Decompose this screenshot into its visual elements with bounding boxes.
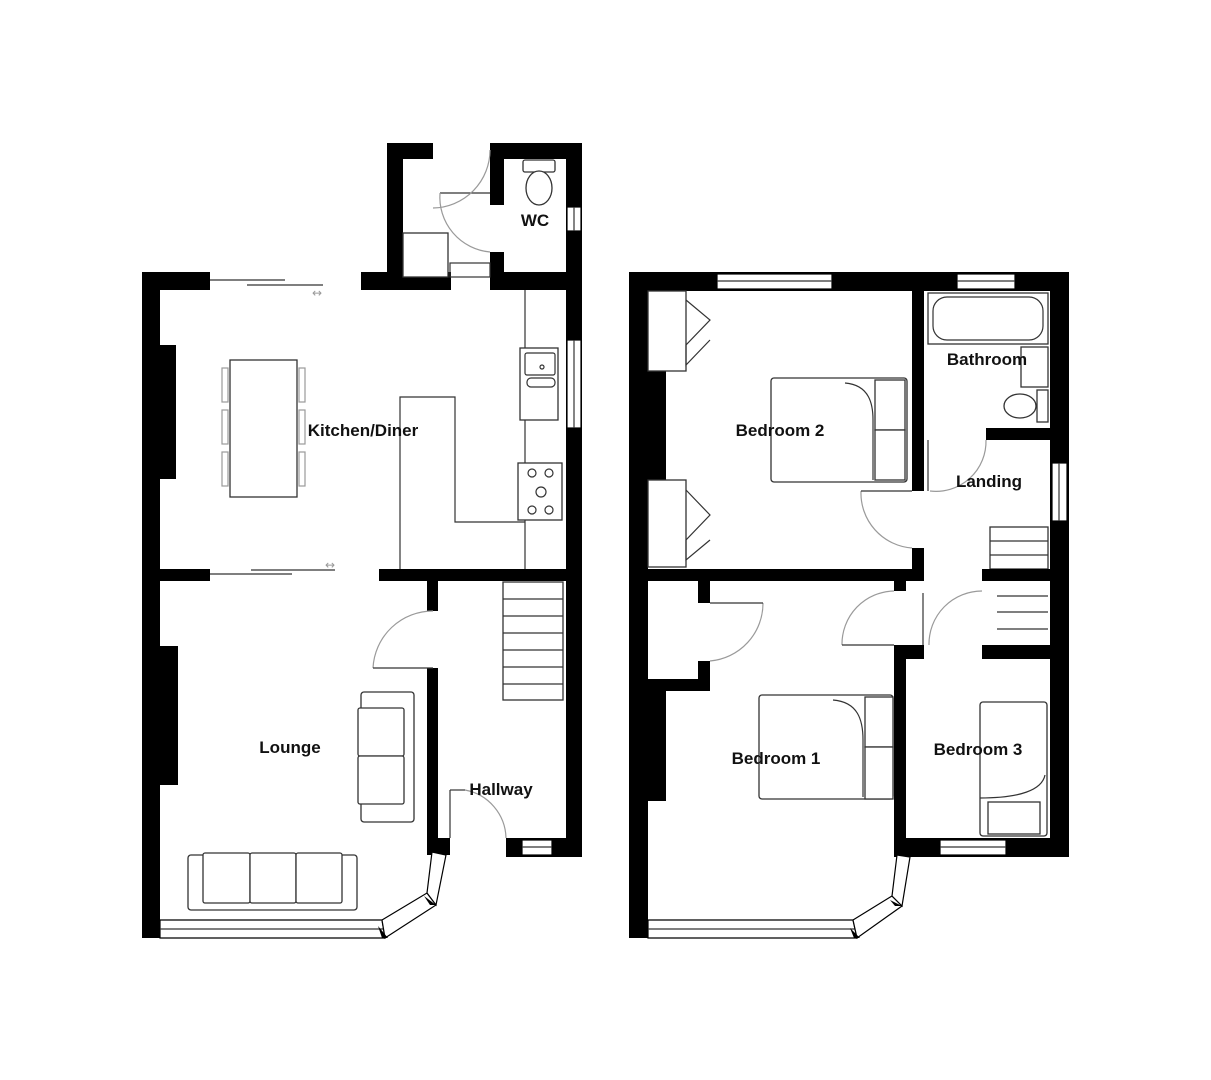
wall <box>904 645 924 659</box>
single-bed <box>979 701 1048 837</box>
room-label-kitchen-diner: Kitchen/Diner <box>308 421 419 440</box>
wall <box>379 569 582 581</box>
wall <box>387 143 403 289</box>
toilet-icon <box>1036 389 1049 423</box>
wall <box>629 920 648 938</box>
double-bed <box>758 694 894 800</box>
room-label-wc: WC <box>521 211 549 230</box>
wall <box>1050 272 1069 857</box>
wall <box>142 569 210 581</box>
sofa-three-seater <box>187 852 358 911</box>
sink-icon <box>519 347 559 421</box>
chimney-breast <box>160 646 178 785</box>
wall <box>142 920 160 938</box>
chimney-breast <box>160 345 176 479</box>
double-bed <box>770 377 908 483</box>
room-label-bathroom: Bathroom <box>947 350 1027 369</box>
room-label-hallway: Hallway <box>469 780 533 799</box>
chimney-breast <box>648 691 666 801</box>
basin-icon <box>1020 346 1049 388</box>
toilet-icon <box>522 159 556 173</box>
wall <box>982 569 1050 581</box>
staircase <box>989 526 1049 570</box>
wall <box>894 645 906 853</box>
wall <box>912 291 924 491</box>
wardrobe <box>647 290 687 372</box>
svg-text:↔: ↔ <box>312 286 322 300</box>
boiler-icon <box>402 232 449 278</box>
wall <box>629 272 648 938</box>
wall <box>490 143 582 159</box>
wall <box>490 272 582 290</box>
staircase <box>502 581 564 701</box>
room-label-landing: Landing <box>956 472 1022 491</box>
bay-window <box>852 895 903 940</box>
wall <box>986 428 1050 440</box>
bay-window <box>426 851 447 907</box>
room-label-bedroom-1: Bedroom 1 <box>732 749 821 768</box>
wall <box>427 668 438 853</box>
bay-window <box>891 854 911 908</box>
hob-icon <box>517 462 563 521</box>
bath-icon <box>927 292 1049 345</box>
wall <box>142 272 160 938</box>
room-label-bedroom-2: Bedroom 2 <box>736 421 825 440</box>
wall <box>427 581 438 611</box>
ground-floor: ↔ ↔ <box>142 143 582 940</box>
wall <box>648 679 708 691</box>
wall <box>490 143 504 205</box>
wall <box>427 838 450 855</box>
wardrobe <box>647 479 687 568</box>
room-label-bedroom-3: Bedroom 3 <box>934 740 1023 759</box>
chimney-breast <box>648 370 666 480</box>
room-label-lounge: Lounge <box>259 738 320 757</box>
first-floor: Bedroom 2 Bathroom Landing Bedroom 1 Bed… <box>629 272 1069 940</box>
wall <box>894 581 906 591</box>
wall <box>912 548 924 581</box>
sofa-two-seater <box>357 691 415 823</box>
wall <box>982 645 1050 659</box>
dining-table <box>229 359 298 498</box>
wall <box>648 569 912 581</box>
wall <box>698 661 710 691</box>
wall <box>698 581 710 603</box>
svg-text:↔: ↔ <box>325 558 335 572</box>
